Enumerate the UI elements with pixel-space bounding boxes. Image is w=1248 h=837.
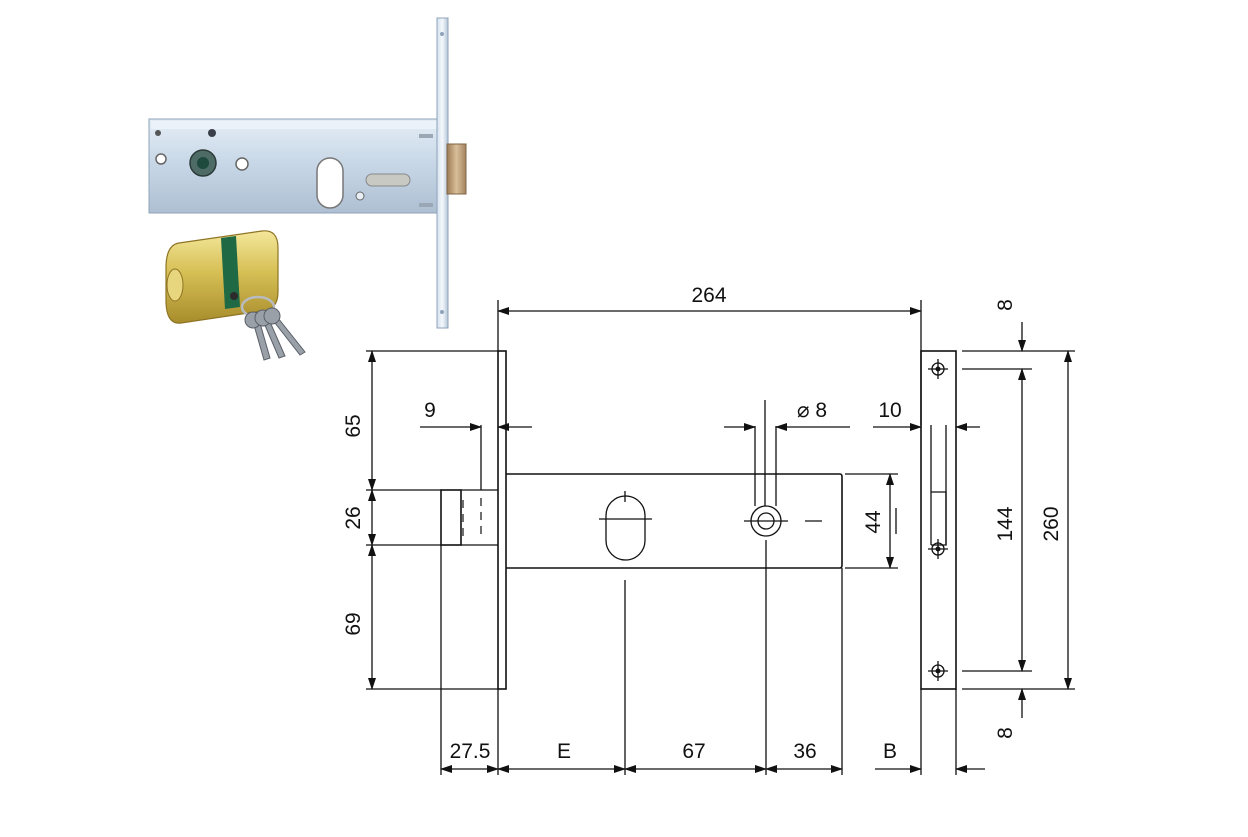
screw-hole-middle [928,539,948,559]
cylinder-slot [605,495,646,561]
dim-strike-top-margin: 8 [994,299,1017,311]
dim-top-offset: 65 [342,414,365,437]
dim-hole-spacing: 67 [682,740,705,763]
euro-cylinder-photo-icon [165,230,279,324]
mortise-lock-photo-icon [148,17,467,329]
screw-hole-bottom [928,661,948,681]
dimension-lines [368,307,1072,773]
latch-bolt [440,425,498,546]
dim-strike-height: 144 [994,506,1017,541]
dim-bottom-offset: 69 [342,612,365,635]
dim-faceplate-height: 260 [1040,506,1063,541]
lock-body-outline [506,400,843,569]
dim-latch-projection: 27.5 [450,740,491,763]
dim-body-height: 44 [862,510,885,534]
extension-lines [366,300,1075,775]
dim-plate-thickness: 9 [424,399,436,422]
dim-strike-width: 10 [878,399,901,422]
faceplate-side [497,350,507,690]
dim-cylinder-hole-dia: ⌀ 8 [797,399,827,422]
screw-hole-top [928,359,948,379]
dim-strike-offset: B [883,740,897,763]
dimension-labels: 264 9 ⌀ 8 10 65 26 69 44 144 260 8 8 27.… [342,284,1063,763]
keys-icon [240,295,306,361]
dim-strike-bottom-margin: 8 [994,727,1017,739]
strike-plate [920,350,957,690]
dim-backset: E [557,740,571,763]
dim-overall-length: 264 [691,284,726,307]
dim-latch-height: 26 [342,506,365,529]
dim-rear-distance: 36 [793,740,816,763]
